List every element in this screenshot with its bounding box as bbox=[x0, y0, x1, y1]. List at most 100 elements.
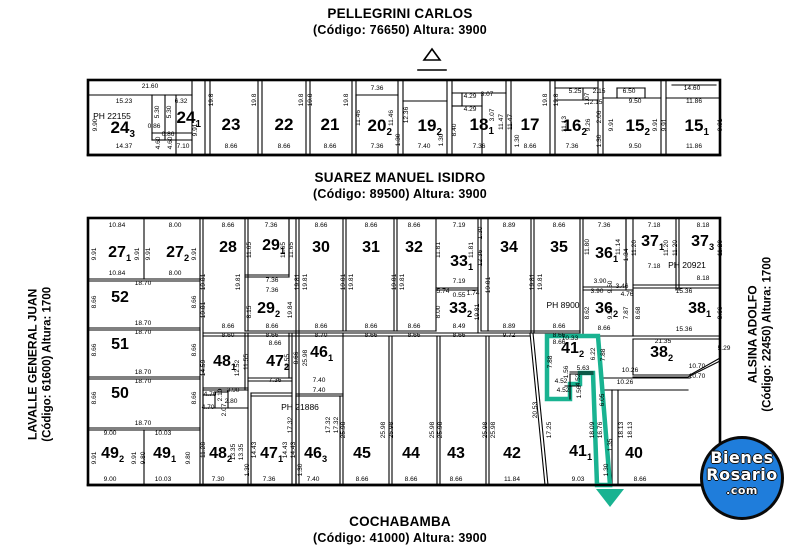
parcel-label[interactable]: 44 bbox=[402, 445, 420, 462]
parcel-subnumber: 1 bbox=[231, 362, 236, 372]
highlighted-parcel-41[interactable] bbox=[544, 333, 613, 488]
parcel-number: 34 bbox=[500, 239, 518, 256]
parcel-label[interactable]: 30 bbox=[312, 239, 330, 256]
parcel-label[interactable]: 52 bbox=[111, 289, 129, 306]
dimension-label: 9.91 bbox=[191, 247, 198, 260]
parcel-number: 30 bbox=[312, 239, 330, 256]
parcel-label[interactable]: 31 bbox=[362, 239, 380, 256]
dimension-label: 11.84 bbox=[504, 476, 520, 483]
parcel-number: 49 bbox=[153, 445, 171, 462]
dimension-label: 8.89 bbox=[503, 323, 516, 330]
dimension-label: 14.43 bbox=[282, 441, 289, 458]
parcel-label[interactable]: 22 bbox=[275, 115, 294, 134]
dimension-label: 19.81 bbox=[537, 273, 544, 290]
dimension-label: 6.05 bbox=[599, 393, 606, 406]
dimension-label: 11.80 bbox=[584, 239, 591, 255]
dimension-label: 4.52 bbox=[557, 387, 570, 394]
parcel-subnumber: 2 bbox=[386, 127, 392, 138]
dimension-label: 6.22 bbox=[590, 347, 597, 360]
parcel-label[interactable]: 45 bbox=[353, 445, 371, 462]
dimension-label: 19.8 bbox=[307, 93, 314, 106]
dimension-label: 11.20 bbox=[717, 240, 724, 256]
dimension-label: 3.07 bbox=[489, 108, 496, 121]
parcel-number: 36 bbox=[595, 245, 613, 262]
parcel-label[interactable]: 40 bbox=[625, 445, 643, 462]
dimension-label: 19.81 bbox=[200, 273, 207, 290]
dimension-label: 0.86 bbox=[148, 123, 161, 130]
dimension-label: 19.8 bbox=[553, 93, 560, 106]
dimension-label: 4.29 bbox=[464, 93, 477, 100]
dimension-label: 9.90 bbox=[92, 118, 99, 131]
dimension-label: 11.81 bbox=[468, 242, 475, 258]
parcel-label[interactable]: 17 bbox=[521, 115, 540, 134]
dimension-label: 25.98 bbox=[437, 421, 444, 438]
dimension-label: 14.43 bbox=[290, 441, 297, 458]
parcel-subnumber: 2 bbox=[579, 349, 584, 359]
parcel-number: 33 bbox=[450, 253, 468, 270]
dimension-label: 7.18 bbox=[648, 222, 661, 229]
dimension-label: 4.29 bbox=[464, 106, 477, 113]
dimension-label: 8.60 bbox=[222, 332, 235, 339]
dimension-label: 8.66 bbox=[293, 351, 300, 364]
parcel-label[interactable]: 34 bbox=[500, 239, 518, 256]
parcel-label[interactable]: 21 bbox=[321, 115, 340, 134]
dimension-label: 10.26 bbox=[617, 379, 634, 386]
dimension-label: 7.87 bbox=[623, 306, 630, 319]
parcel-label[interactable]: 32 bbox=[405, 239, 423, 256]
dimension-label: 8.66 bbox=[553, 339, 566, 346]
dimension-label: 18.13 bbox=[627, 421, 634, 438]
parcel-number: 43 bbox=[447, 445, 465, 462]
parcel-subnumber: 1 bbox=[703, 127, 709, 138]
parcel-number: 37 bbox=[691, 233, 709, 250]
street-middle-name: SUAREZ MANUEL ISIDRO bbox=[314, 170, 486, 185]
street-top-detail: (Código: 76650) Altura: 3900 bbox=[313, 22, 487, 37]
parcel-label[interactable]: 43 bbox=[447, 445, 465, 462]
bienes-rosario-logo[interactable]: Bienes Rosario .com bbox=[696, 432, 788, 524]
parcel-label[interactable]: 35 bbox=[550, 239, 568, 256]
parcel-label[interactable]: 28 bbox=[219, 239, 237, 256]
parcel-label[interactable]: 50 bbox=[111, 385, 129, 402]
dimension-label: 8.66 bbox=[278, 143, 291, 150]
dimension-label: 1.74 bbox=[467, 290, 480, 297]
parcel-label[interactable]: 51 bbox=[111, 336, 129, 353]
upper-block-outline bbox=[86, 78, 722, 157]
parcel-number: 20 bbox=[368, 116, 387, 135]
parcel-number: 41 bbox=[561, 340, 579, 357]
dimension-label: 4.70 bbox=[202, 404, 215, 411]
parcel-number: 19 bbox=[418, 116, 437, 135]
dimension-label: 8.66 bbox=[91, 295, 98, 308]
parcel-label[interactable]: 42 bbox=[503, 445, 521, 462]
parcel-label[interactable]: 23 bbox=[222, 115, 241, 134]
